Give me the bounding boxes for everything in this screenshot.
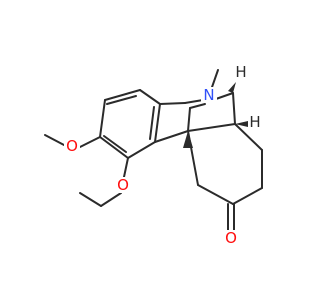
ethoxy-group — [79, 157, 129, 207]
atom-n: N — [203, 86, 214, 104]
stereo-wedges — [183, 82, 248, 148]
atom-h-lower: H — [249, 113, 260, 131]
atom-h-upper: H — [235, 63, 246, 81]
atom-o-ketone: O — [225, 229, 237, 247]
molecule-structure-diagram: O O O N H H — [44, 63, 263, 247]
atom-labels: O O O N H H — [64, 63, 261, 247]
wedge-bond-quaternary — [183, 131, 193, 148]
methoxy-group — [44, 134, 101, 148]
wedge-bond-upper — [228, 82, 236, 93]
ring-framework — [154, 69, 263, 231]
aromatic-ring — [99, 89, 161, 159]
wedge-bond-lower — [235, 121, 248, 127]
atom-o-ethoxy: O — [117, 176, 129, 194]
atom-o-methoxy: O — [66, 137, 78, 155]
